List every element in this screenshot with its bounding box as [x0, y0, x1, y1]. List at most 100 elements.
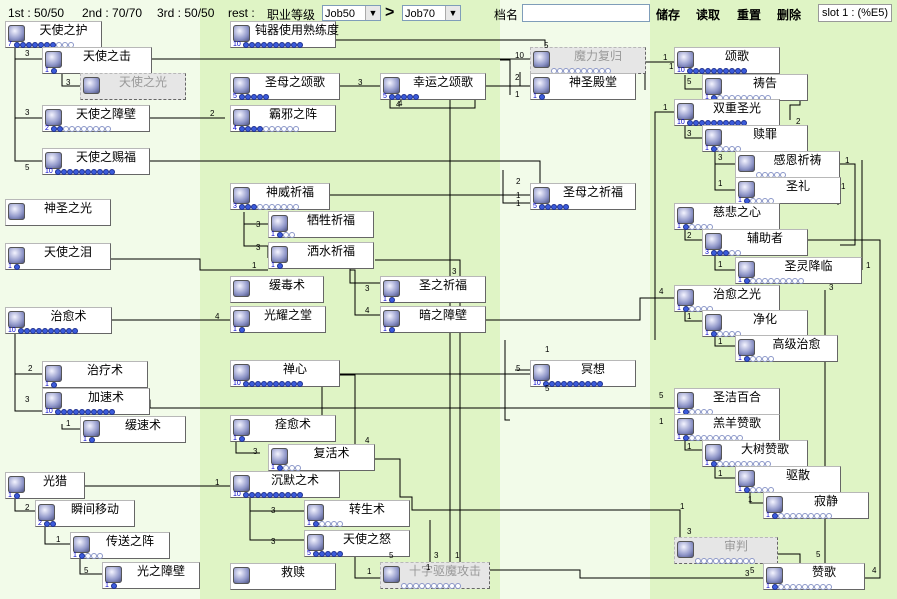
- level-pip[interactable]: [784, 513, 790, 519]
- skill-level-pips[interactable]: [239, 204, 299, 210]
- level-pip[interactable]: [563, 204, 569, 210]
- slot-select[interactable]: slot 1 : (%E5): [818, 4, 892, 22]
- skill-level-pips[interactable]: [243, 42, 303, 48]
- level-pip[interactable]: [750, 356, 756, 362]
- skill-level-pips[interactable]: [51, 68, 57, 74]
- level-pip[interactable]: [277, 263, 283, 269]
- skill-level-pips[interactable]: [243, 492, 303, 498]
- level-pip[interactable]: [73, 409, 79, 415]
- level-pip[interactable]: [281, 204, 287, 210]
- skill-level-pips[interactable]: [401, 583, 461, 589]
- skill-level-pips[interactable]: [51, 126, 111, 132]
- level-pip[interactable]: [689, 435, 695, 441]
- level-pip[interactable]: [778, 584, 784, 590]
- level-pip[interactable]: [772, 513, 778, 519]
- skill-light[interactable]: 天使之光: [80, 73, 186, 100]
- level-pip[interactable]: [443, 583, 449, 589]
- level-pip[interactable]: [267, 492, 273, 498]
- level-pip[interactable]: [263, 94, 269, 100]
- level-pip[interactable]: [711, 250, 717, 256]
- level-pip[interactable]: [109, 409, 115, 415]
- level-pip[interactable]: [756, 356, 762, 362]
- skill-level-pips[interactable]: [772, 584, 832, 590]
- level-pip[interactable]: [279, 42, 285, 48]
- level-pip[interactable]: [389, 94, 395, 100]
- skill-level-pips[interactable]: [277, 263, 283, 269]
- skill-level-pips[interactable]: [744, 278, 804, 284]
- level-pip[interactable]: [413, 583, 419, 589]
- level-pip[interactable]: [291, 42, 297, 48]
- level-pip[interactable]: [735, 250, 741, 256]
- load-button[interactable]: 读取: [696, 8, 721, 22]
- level-pip[interactable]: [24, 328, 30, 334]
- level-pip[interactable]: [723, 250, 729, 256]
- skill-level-pips[interactable]: [683, 224, 713, 230]
- level-pip[interactable]: [695, 224, 701, 230]
- reset-button[interactable]: 重置: [737, 8, 762, 22]
- level-pip[interactable]: [67, 409, 73, 415]
- level-pip[interactable]: [768, 356, 774, 362]
- level-pip[interactable]: [239, 436, 245, 442]
- level-pip[interactable]: [711, 461, 717, 467]
- level-pip[interactable]: [693, 120, 699, 126]
- job-level-from-select[interactable]: Job50▼: [322, 5, 381, 21]
- level-pip[interactable]: [729, 250, 735, 256]
- level-pip[interactable]: [723, 68, 729, 74]
- level-pip[interactable]: [802, 513, 808, 519]
- level-pip[interactable]: [285, 42, 291, 48]
- level-pip[interactable]: [277, 465, 283, 471]
- level-pip[interactable]: [689, 224, 695, 230]
- level-pip[interactable]: [713, 558, 719, 564]
- level-pip[interactable]: [91, 409, 97, 415]
- skill-level-pips[interactable]: [744, 356, 774, 362]
- level-pip[interactable]: [729, 331, 735, 337]
- level-pip[interactable]: [38, 42, 44, 48]
- skill-level-pips[interactable]: [389, 94, 419, 100]
- level-pip[interactable]: [455, 583, 461, 589]
- level-pip[interactable]: [293, 126, 299, 132]
- skill-level-pips[interactable]: [51, 382, 57, 388]
- level-pip[interactable]: [419, 583, 425, 589]
- level-pip[interactable]: [293, 204, 299, 210]
- level-pip[interactable]: [51, 68, 57, 74]
- job-level-to-select[interactable]: Job70▼: [402, 5, 461, 21]
- level-pip[interactable]: [257, 94, 263, 100]
- skill-level-pips[interactable]: [683, 435, 743, 441]
- level-pip[interactable]: [57, 126, 63, 132]
- level-pip[interactable]: [579, 381, 585, 387]
- level-pip[interactable]: [251, 204, 257, 210]
- level-pip[interactable]: [249, 492, 255, 498]
- level-pip[interactable]: [802, 584, 808, 590]
- skill-level-pips[interactable]: [313, 551, 343, 557]
- level-pip[interactable]: [756, 487, 762, 493]
- level-pip[interactable]: [693, 68, 699, 74]
- level-pip[interactable]: [257, 126, 263, 132]
- level-pip[interactable]: [796, 584, 802, 590]
- level-pip[interactable]: [279, 492, 285, 498]
- level-pip[interactable]: [319, 521, 325, 527]
- skill-level-pips[interactable]: [55, 409, 115, 415]
- level-pip[interactable]: [18, 328, 24, 334]
- level-pip[interactable]: [313, 551, 319, 557]
- level-pip[interactable]: [239, 327, 245, 333]
- level-pip[interactable]: [407, 583, 413, 589]
- level-pip[interactable]: [539, 204, 545, 210]
- level-pip[interactable]: [50, 521, 56, 527]
- level-pip[interactable]: [826, 513, 832, 519]
- level-pip[interactable]: [389, 297, 395, 303]
- level-pip[interactable]: [729, 68, 735, 74]
- level-pip[interactable]: [449, 583, 455, 589]
